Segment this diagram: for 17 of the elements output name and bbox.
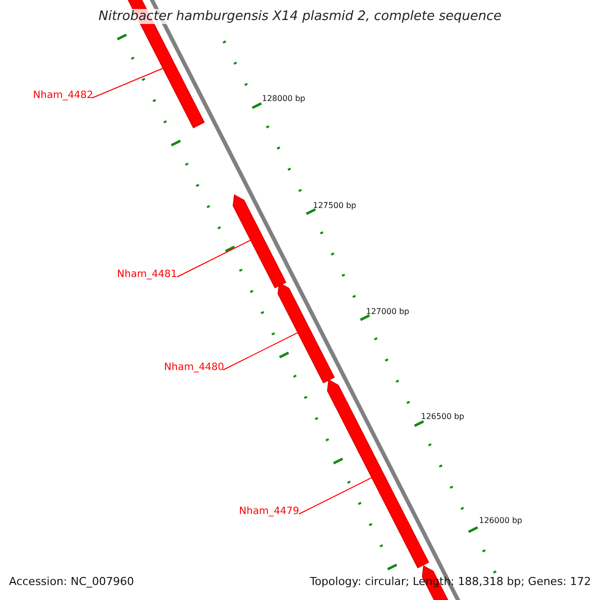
tick-label: 127500 bp [313,201,356,210]
tick-label: 126500 bp [421,412,464,421]
gene-label: Nham_4481 [117,269,178,280]
tick-label: 127000 bp [366,307,410,316]
leader-line [92,68,164,98]
tick-label: 128000 bp [262,94,306,103]
gene-feature [232,194,286,288]
leader-line [222,332,299,370]
gene-label: Nham_4482 [33,90,94,101]
footer-text: Accession: NC_007960 [9,575,134,588]
gene-feature [278,282,335,384]
gene-label: Nham_4479 [239,506,300,517]
leader-line [298,476,373,514]
tick-label: 126000 bp [479,516,522,525]
gene-label: Nham_4480 [164,362,224,373]
title: Nitrobacter hamburgensis X14 plasmid 2, complete sequence [98,9,502,24]
leader-line [176,239,252,278]
